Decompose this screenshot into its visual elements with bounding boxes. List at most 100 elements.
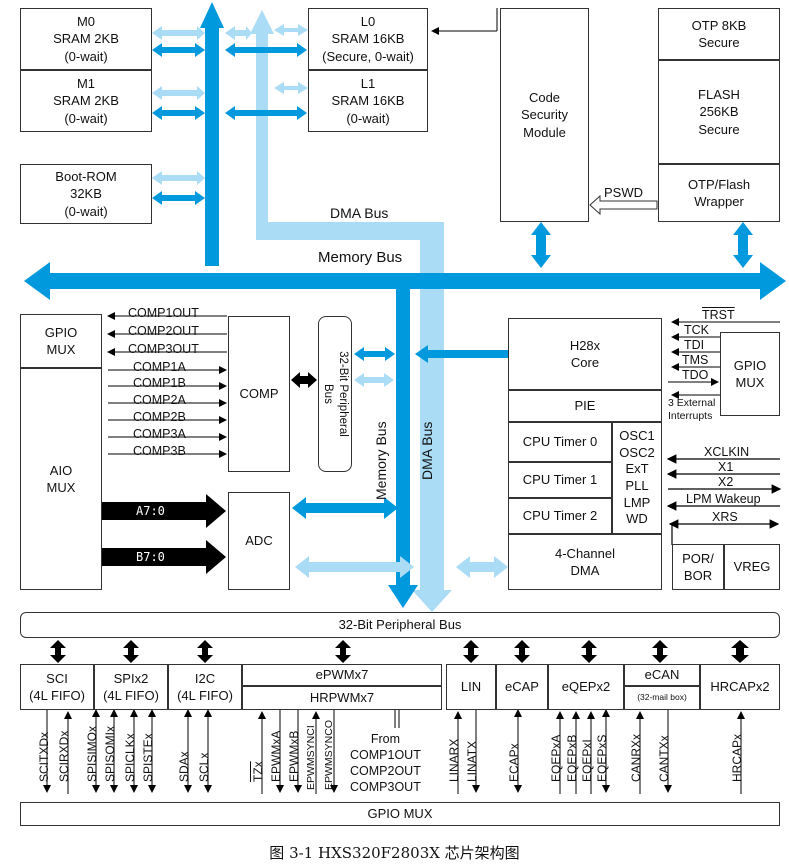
vreg: VREG	[724, 544, 780, 590]
memory-bus-vertical-label: Memory Bus	[373, 421, 389, 500]
gpio-mux-left: GPIO MUX	[20, 314, 102, 368]
memory-bus-shape	[24, 2, 786, 608]
clock-lines	[666, 454, 782, 545]
spi-signal-3: SPISTEx	[141, 733, 155, 782]
hrcap-block: HRCAPx2	[700, 664, 780, 710]
adc-input-a: A7:0	[136, 504, 165, 518]
comp-signal-8: COMP3B	[133, 444, 186, 458]
lin-signal-0: LINARX	[447, 738, 461, 782]
boot-rom: Boot-ROM 32KB (0-wait)	[20, 164, 152, 224]
spi-block: SPIx2 (4L FIFO)	[94, 664, 168, 710]
m0-sram: M0 SRAM 2KB (0-wait)	[20, 8, 152, 70]
epwm-signal-4: EPWMSYNCO	[323, 719, 335, 790]
ecap-block: eCAP	[496, 664, 548, 710]
figure-caption: 图 3-1 HXS320F2803X 芯片架构图	[269, 844, 520, 862]
code-security-module: Code Security Module	[500, 8, 589, 222]
eqep-signal-0: EQEPxA	[549, 734, 563, 782]
adc-block: ADC	[228, 492, 290, 590]
spi-signal-1: SPISOMIx	[103, 725, 117, 782]
clock-signal-2: X2	[718, 475, 734, 489]
memory-bus-connectors	[152, 43, 753, 519]
dma-bus-shape	[250, 10, 452, 612]
i2c-signal-1: SCLx	[197, 752, 211, 782]
aio-mux: AIO MUX	[20, 368, 102, 590]
spi-signal-0: SPISIMOx	[85, 725, 99, 782]
cpu-timer-2: CPU Timer 2	[508, 498, 612, 534]
peripheral-bus-arrows	[50, 640, 749, 663]
dma-bus-vertical-label: DMA Bus	[419, 421, 435, 480]
clock-signal-1: X1	[718, 460, 734, 474]
adc-arrow-a	[102, 494, 226, 528]
ecan-signal-0: CANRXx	[629, 733, 643, 782]
from-comp-label: From COMP1OUT COMP2OUT COMP3OUT	[350, 732, 421, 794]
eqep-signal-2: EQEPxI	[580, 739, 594, 782]
external-interrupts: 3 External Interrupts	[668, 397, 716, 422]
otp-block: OTP 8KB Secure	[658, 8, 780, 60]
hrpwm-block: HRPWMx7	[242, 686, 442, 710]
i2c-block: I2C (4L FIFO)	[168, 664, 242, 710]
eqep-signal-3: EQEPxS	[595, 734, 609, 782]
dma-bus-connectors	[152, 24, 508, 578]
clock-signal-3: LPM Wakeup	[686, 492, 761, 506]
epwm-signal-3: EPWMSYNCI	[305, 725, 317, 790]
jtag-lines	[668, 318, 780, 399]
l1-sram: L1 SRAM 16KB (0-wait)	[308, 70, 428, 132]
spi-signal-2: SPICLKx	[123, 733, 137, 782]
peripheral-bus-vertical: 32-Bit Peripheral Bus	[318, 316, 352, 472]
dma-4ch: 4-Channel DMA	[508, 534, 662, 590]
lin-signal-1: LINATX	[465, 740, 479, 782]
clock-signal-4: XRS	[712, 510, 738, 524]
l0-sram: L0 SRAM 16KB (Secure, 0-wait)	[308, 8, 428, 70]
adc-input-b: B7:0	[136, 550, 165, 564]
lin-block: LIN	[446, 664, 496, 710]
hrcap-signal-0: HRCAPx	[730, 733, 744, 782]
memory-bus-label: Memory Bus	[318, 249, 403, 266]
gpio-mux-right: GPIO MUX	[720, 332, 780, 416]
epwm-signal-0: TZx	[251, 761, 265, 782]
ecap-signal-0: ECAPx	[507, 743, 521, 782]
comp-signal-1: COMP2OUT	[128, 324, 199, 338]
control-lines	[431, 8, 498, 35]
comp-signal-4: COMP1B	[133, 376, 186, 390]
ecan-block: eCAN	[624, 664, 700, 686]
jtag-signal-1: TCK	[684, 323, 709, 337]
clock-signal-0: XCLKIN	[704, 445, 750, 459]
pswd-arrow	[589, 194, 658, 216]
jtag-signal-0: TRST	[702, 308, 735, 322]
sci-block: SCI (4L FIFO)	[20, 664, 94, 710]
comp-signal-lines	[107, 312, 227, 458]
adc-arrow-b	[102, 540, 226, 574]
bottom-signal-lines	[43, 709, 745, 794]
comp-block: COMP	[228, 316, 290, 472]
epwm-signal-2: EPWMxB	[287, 730, 301, 782]
comp-signal-0: COMP1OUT	[128, 306, 199, 320]
h28x-core: H28x Core	[508, 318, 662, 390]
otp-flash-wrapper: OTP/Flash Wrapper	[658, 164, 780, 222]
sci-signal-0: SCITXDx	[37, 731, 51, 782]
peripheral-bus-vertical-label: 32-Bit Peripheral Bus	[322, 351, 349, 437]
cpu-timer-1: CPU Timer 1	[508, 462, 612, 498]
osc-pll-block: OSC1 OSC2 ExT PLL LMP WD	[612, 422, 662, 534]
epwm-signal-1: EPWMxA	[269, 730, 283, 782]
comp-signal-2: COMP3OUT	[128, 342, 199, 356]
pswd-label: PSWD	[604, 185, 643, 200]
ecan-mailbox: (32-mail box)	[624, 686, 700, 710]
comp-signal-6: COMP2B	[133, 410, 186, 424]
m1-sram: M1 SRAM 2KB (0-wait)	[20, 70, 152, 132]
jtag-signal-4: TDO	[682, 368, 709, 382]
comp-bus-arrow	[291, 372, 317, 388]
epwm-block: ePWMx7	[242, 664, 442, 686]
flash-block: FLASH 256KB Secure	[658, 60, 780, 164]
comp-signal-5: COMP2A	[133, 393, 186, 407]
jtag-signal-2: TDI	[684, 338, 705, 352]
jtag-signal-3: TMS	[682, 353, 709, 367]
sci-signal-1: SCIRXDx	[57, 730, 71, 782]
cpu-timer-0: CPU Timer 0	[508, 422, 612, 462]
dma-bus-label: DMA Bus	[330, 205, 389, 221]
comp-signal-7: COMP3A	[133, 427, 186, 441]
peripheral-bus-horizontal: 32-Bit Peripheral Bus	[20, 612, 780, 638]
eqep-block: eQEPx2	[548, 664, 624, 710]
ecan-signal-1: CANTXx	[657, 735, 671, 782]
